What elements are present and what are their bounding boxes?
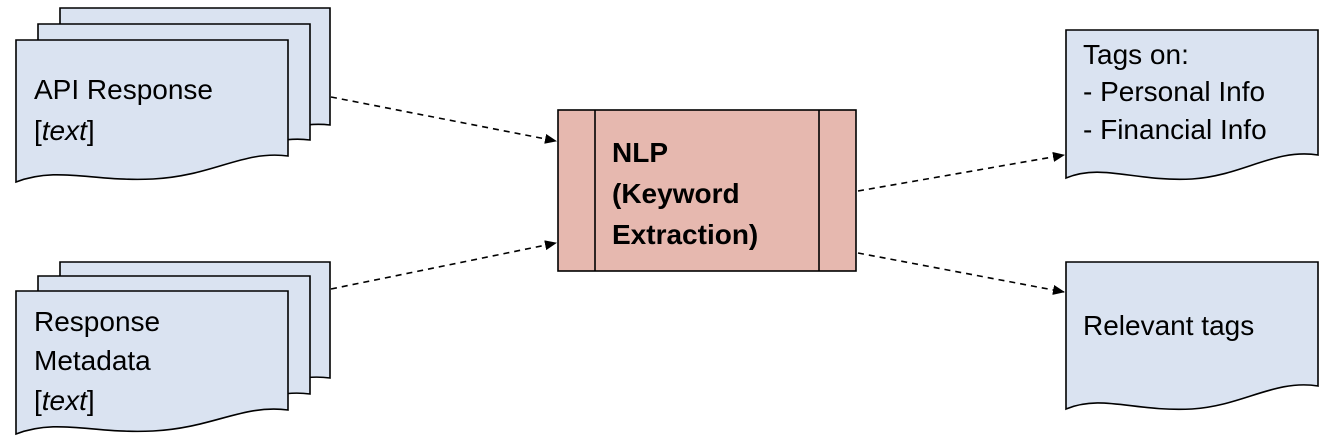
process-label-line2: (Keyword xyxy=(612,178,740,209)
output-tags-line2: - Personal Info xyxy=(1083,76,1265,107)
output-relevant-tags-doc-shape xyxy=(1065,261,1319,411)
doc-stack-front-shape xyxy=(15,290,289,436)
process-label-line3: Extraction) xyxy=(612,219,758,250)
process-nlp-node: NLP (Keyword Extraction) xyxy=(557,109,857,272)
output-tags-line1: Tags on: xyxy=(1083,39,1189,70)
output-tags-doc-shape xyxy=(1065,29,1319,181)
input-response-metadata-type: [text] xyxy=(34,385,95,416)
input-response-metadata-title-line1: Response xyxy=(34,306,160,337)
input-response-metadata-title-line2: Metadata xyxy=(34,345,151,376)
output-relevant-tags-label: Relevant tags xyxy=(1083,310,1254,341)
output-tags-line3: - Financial Info xyxy=(1083,114,1267,145)
output-relevant-tags-node: Relevant tags xyxy=(1065,261,1319,411)
process-label-line1: NLP xyxy=(612,137,668,168)
edge-metadata-to-nlp xyxy=(330,240,557,290)
edge-api-response-to-nlp xyxy=(330,96,557,144)
input-api-response-node: API Response [text] xyxy=(15,7,331,184)
process-box-shape xyxy=(557,109,857,272)
output-tags-node: Tags on: - Personal Info - Financial Inf… xyxy=(1065,29,1319,181)
doc-stack-front-shape xyxy=(15,39,289,184)
input-api-response-title: API Response xyxy=(34,74,213,105)
input-response-metadata-node: Response Metadata [text] xyxy=(15,261,331,436)
edge-nlp-to-relevant-tags xyxy=(857,252,1065,295)
edge-nlp-to-tags xyxy=(857,151,1065,192)
input-api-response-type: [text] xyxy=(34,115,95,146)
